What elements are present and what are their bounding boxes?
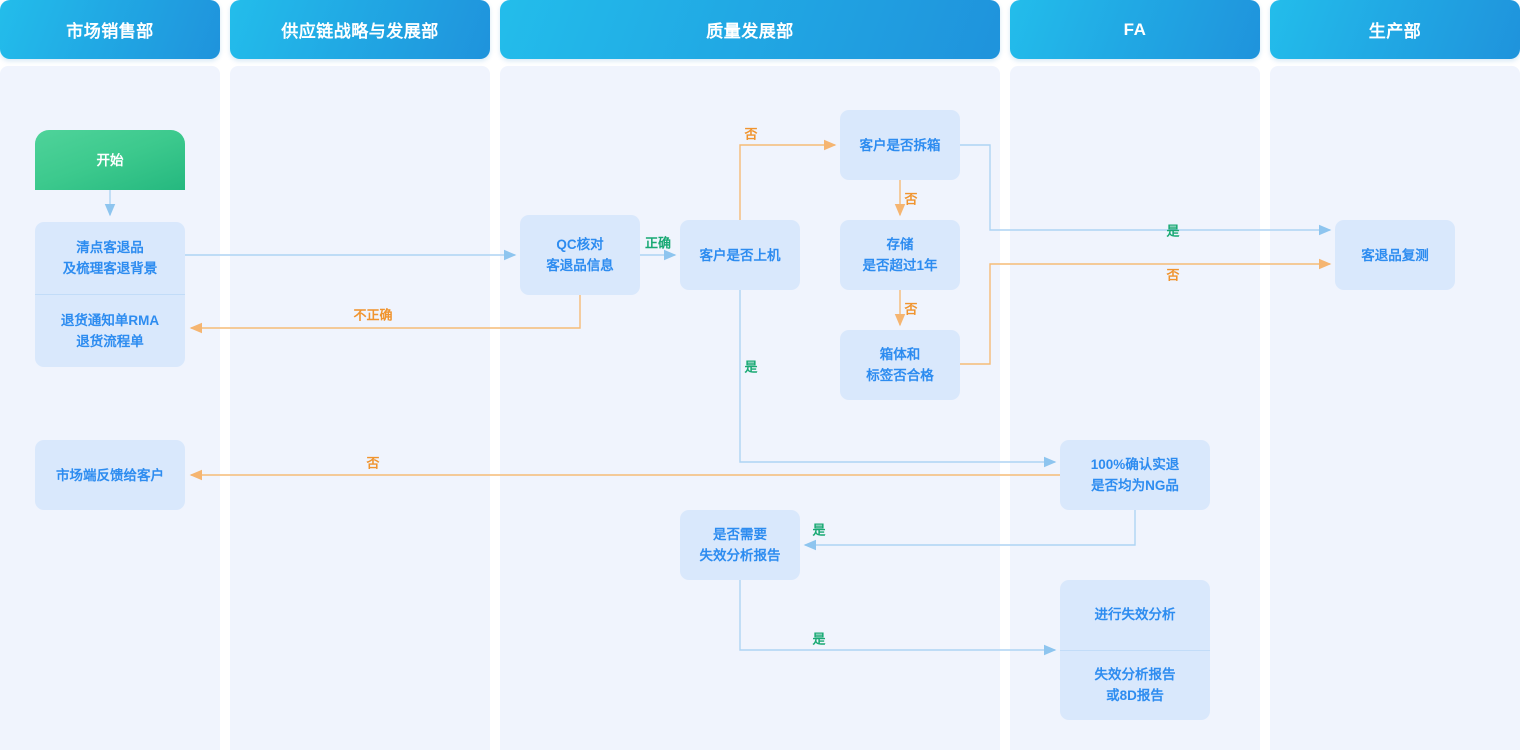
node-confirm-ng[interactable]: 100%确认实退是否均为NG品 bbox=[1060, 440, 1210, 510]
label-needfa-yes: 是 bbox=[812, 522, 826, 538]
lane-header-market[interactable]: 市场销售部 bbox=[0, 0, 220, 59]
node-label-line: 失效分析报告 bbox=[699, 548, 781, 563]
swimlane-production: 生产部 bbox=[1270, 0, 1520, 750]
node-segment: 进行失效分析 bbox=[1060, 580, 1210, 650]
lane-title: FA bbox=[1123, 19, 1147, 39]
lane-title: 市场销售部 bbox=[66, 22, 154, 41]
node-count[interactable]: 清点客退品及梳理客退背景退货通知单RMA 退货流程单 bbox=[35, 222, 185, 367]
swimlane-supplychain: 供应链战略与发展部 bbox=[230, 0, 490, 750]
edge-onmachine-confirm bbox=[739, 290, 1057, 468]
node-label-line: 是否需要 bbox=[713, 527, 767, 542]
edge-qc-back-rma bbox=[189, 295, 581, 334]
node-label-line: 及梳理客退背景 bbox=[62, 261, 158, 276]
label-qc-correct: 正确 bbox=[644, 235, 672, 251]
node-label-line: 客户是否拆箱 bbox=[859, 137, 941, 153]
node-label-line: 客户是否上机 bbox=[699, 247, 781, 263]
edge-boxlabel-retest bbox=[960, 258, 1332, 365]
node-need-fa[interactable]: 是否需要失效分析报告 bbox=[680, 510, 800, 580]
node-storage-1y[interactable]: 存储是否超过1年 bbox=[840, 220, 960, 290]
node-label-line: 客退品信息 bbox=[546, 258, 614, 273]
node-unbox[interactable]: 客户是否拆箱 bbox=[840, 110, 960, 180]
node-label-line: 是否超过1年 bbox=[862, 258, 938, 273]
lane-header-fa[interactable]: FA bbox=[1010, 0, 1260, 59]
label-onmachine-no: 否 bbox=[744, 126, 758, 142]
node-label-line: 或8D报告 bbox=[1106, 688, 1164, 704]
lane-header-supplychain[interactable]: 供应链战略与发展部 bbox=[230, 0, 490, 59]
node-qc-check[interactable]: QC核对客退品信息 bbox=[520, 215, 640, 295]
node-label-line: 是否均为NG品 bbox=[1091, 478, 1179, 493]
node-label-line: 退货通知单RMA bbox=[60, 313, 160, 328]
node-label-line: 退货流程单 bbox=[76, 334, 144, 349]
edge-confirm-needfa bbox=[803, 510, 1136, 551]
edge-needfa-fa bbox=[739, 580, 1057, 656]
edge-onmachine-unbox bbox=[739, 139, 837, 220]
node-label-line: QC核对 bbox=[556, 237, 604, 252]
label-unbox-no: 否 bbox=[904, 191, 918, 207]
lane-title: 生产部 bbox=[1368, 22, 1422, 41]
node-fa-analysis[interactable]: 进行失效分析失效分析报告或8D报告 bbox=[1060, 580, 1210, 720]
label-qc-incorrect: 不正确 bbox=[353, 307, 393, 323]
label-storage-no: 否 bbox=[904, 301, 918, 317]
lane-body-supplychain bbox=[230, 66, 490, 750]
lane-header-quality[interactable]: 质量发展部 bbox=[500, 0, 1000, 59]
node-label-line: 存储 bbox=[886, 237, 914, 252]
swimlane-quality: 质量发展部 bbox=[500, 0, 1000, 750]
node-label-line: 进行失效分析 bbox=[1094, 607, 1176, 623]
lane-header-production[interactable]: 生产部 bbox=[1270, 0, 1520, 59]
lane-body-quality bbox=[500, 66, 1000, 750]
node-label-line: 箱体和 bbox=[879, 347, 921, 362]
node-box-label[interactable]: 箱体和标签否合格 bbox=[840, 330, 960, 400]
label-confirm-no: 否 bbox=[366, 455, 380, 471]
node-feedback[interactable]: 市场端反馈给客户 bbox=[35, 440, 185, 510]
node-start[interactable]: 开始 bbox=[35, 130, 185, 190]
node-segment: 退货通知单RMA 退货流程单 bbox=[35, 294, 185, 367]
node-label-line: 清点客退品 bbox=[76, 240, 144, 255]
node-label-line: 失效分析报告 bbox=[1094, 667, 1176, 683]
node-label-line: 市场端反馈给客户 bbox=[56, 467, 164, 483]
node-label-line: 客退品复测 bbox=[1361, 247, 1429, 263]
edge-unbox-retest bbox=[960, 144, 1332, 236]
label-retest-yes: 是 bbox=[1166, 223, 1180, 239]
node-segment: 失效分析报告或8D报告 bbox=[1060, 649, 1210, 721]
label-onmachine-yes: 是 bbox=[744, 359, 758, 375]
lane-title: 供应链战略与发展部 bbox=[281, 22, 439, 41]
node-label-line: 开始 bbox=[96, 152, 124, 168]
node-retest[interactable]: 客退品复测 bbox=[1335, 220, 1455, 290]
label-fa-yes: 是 bbox=[812, 631, 826, 647]
node-label-line: 100%确认实退 bbox=[1090, 457, 1180, 472]
label-retest-no: 否 bbox=[1166, 267, 1180, 283]
node-on-machine[interactable]: 客户是否上机 bbox=[680, 220, 800, 290]
lane-body-production bbox=[1270, 66, 1520, 750]
node-label-line: 标签否合格 bbox=[866, 368, 934, 383]
lane-title: 质量发展部 bbox=[706, 22, 794, 41]
node-segment: 清点客退品及梳理客退背景 bbox=[35, 222, 185, 294]
